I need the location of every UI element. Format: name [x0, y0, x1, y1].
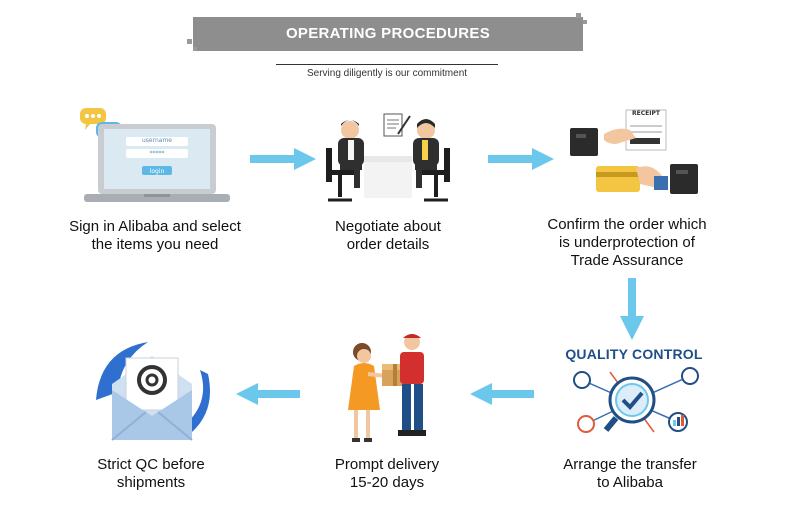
header-corner-decoration	[187, 39, 192, 44]
step-caption-prompt-delivery: Prompt delivery 15-20 days	[334, 456, 440, 491]
arrow-left-icon	[236, 383, 300, 405]
step-caption-confirm-order: Confirm the order which is underprotecti…	[547, 216, 707, 269]
laptop-login-icon	[80, 108, 230, 202]
username-field-label: username	[142, 137, 172, 144]
page-title: OPERATING PROCEDURES	[285, 25, 491, 42]
receipt-label: RECEIPT	[632, 110, 660, 117]
step-caption-strict-qc: Strict QC before shipments	[97, 456, 205, 491]
arrow-left-icon	[470, 383, 534, 405]
arrow-right-icon	[250, 148, 316, 170]
header-corner-decoration	[576, 13, 581, 18]
header-corner-decoration	[193, 47, 197, 51]
negotiation-icon	[326, 113, 450, 202]
page-subtitle: Serving diligently is our commitment	[306, 68, 468, 79]
header-bar	[193, 17, 583, 51]
quality-control-label: QUALITY CONTROL	[565, 346, 703, 362]
password-field-mask: *****	[149, 150, 165, 157]
email-envelope-icon	[96, 342, 210, 441]
arrow-down-icon	[620, 278, 644, 340]
step-caption-negotiate: Negotiate about order details	[335, 218, 441, 253]
header-corner-decoration	[583, 20, 587, 24]
payment-receipt-icon	[570, 109, 698, 194]
subtitle-divider	[276, 64, 498, 65]
step-caption-sign-in: Sign in Alibaba and select the items you…	[69, 218, 241, 253]
delivery-icon	[348, 334, 426, 442]
login-button-label: login	[149, 168, 165, 175]
arrow-right-icon	[488, 148, 554, 170]
quality-control-icon	[573, 367, 699, 433]
step-caption-arrange-transfer: Arrange the transfer to Alibaba	[563, 456, 697, 491]
